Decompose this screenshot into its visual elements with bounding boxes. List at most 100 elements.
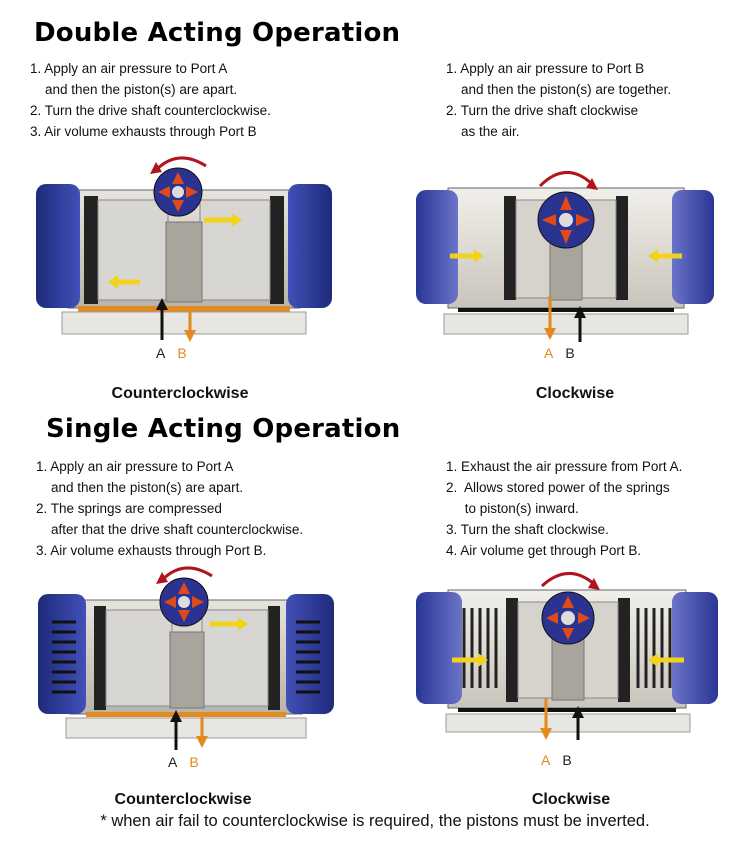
air-flow-arrowhead [478,653,488,667]
port-a-label: A [156,345,166,361]
spring-right [636,608,672,688]
air-flow-arrowhead [474,249,484,263]
step-line: 1. Apply an air pressure to Port B [446,61,645,76]
step-line: 1. Apply an air pressure to Port A [36,459,234,474]
single-acting-ccw-steps: 1. Apply an air pressure to Port A and t… [36,456,303,561]
spring-right [296,620,320,694]
piston-seal-right [616,196,628,300]
port-b-arrowhead [196,736,208,748]
port-a-label: A [168,754,178,770]
end-cap-right [286,594,334,714]
double-cw-caption: Clockwise [535,385,615,402]
air-flow-arrowhead [108,275,118,289]
pinion-marker [542,196,590,244]
rack-gear [165,221,203,303]
air-flow-arrowhead [238,617,248,631]
double-acting-title: Double Acting Operation [34,18,401,48]
double-acting-cw-steps: 1. Apply an air pressure to Port B and t… [446,58,671,142]
rotation-arrow-ccw [154,156,207,172]
piston-seal-left [504,196,516,300]
step-line: and then the piston(s) are apart. [36,480,244,495]
spring-left [462,608,498,688]
port-b-label: B [562,752,572,768]
rack-gear [169,631,205,709]
port-b-arrowhead [540,728,552,740]
port-b-label: B [565,345,575,361]
single-ccw-caption: Counterclockwise [114,791,252,808]
pinion-marker [158,172,198,212]
end-cap-left [416,592,462,704]
pinion-center [559,213,573,227]
port-a-arrowhead [572,706,584,718]
air-flow-arrowhead [232,213,242,227]
step-line: 3. Air volume exhausts through Port B [30,124,257,139]
end-cap-left [38,594,86,714]
pinion-marker [546,596,590,640]
step-line: and then the piston(s) are together. [446,82,672,97]
step-line: 2. The springs are compressed [36,501,222,516]
end-cap-right [672,190,714,304]
step-line: 4. Air volume get through Port B. [446,543,642,558]
piston-seal-right [618,598,630,702]
port-a-label: A [544,345,554,361]
rotation-arrow-ccw [160,566,213,582]
rack-gear [551,633,585,701]
rotation-arrow-cw [538,171,594,188]
pinion-marker [164,582,204,622]
base-plate [443,313,689,335]
end-cap-left [36,184,80,308]
single-cw-caption: Clockwise [531,791,611,808]
step-line: 2. Turn the drive shaft counterclockwise… [30,103,271,118]
piston-seal-left [506,598,518,702]
air-flow-arrowhead [648,249,658,263]
port-a-arrowhead [170,710,182,722]
single-acting-title: Single Acting Operation [46,414,401,444]
double-ccw-caption: Counterclockwise [111,385,249,402]
air-channel [78,306,290,312]
step-line: 2. Allows stored power of the springs [446,480,670,495]
actuator-single-ccw [38,566,334,750]
piston-left [97,199,169,301]
step-line: as the air. [446,124,520,139]
piston-seal-right [270,196,284,304]
port-b-label: B [189,754,199,770]
step-line: 2. Turn the drive shaft clockwise [446,103,639,118]
base-plate [445,713,691,733]
actuator-single-cw [416,572,718,740]
pinion-center [561,611,575,625]
end-cap-right [288,184,332,308]
piston-seal-left [84,196,98,304]
air-channel [458,308,674,312]
rotation-arrow-cw [540,572,595,588]
port-b-arrowhead [544,328,556,340]
air-channel [458,708,676,712]
actuator-double-ccw [36,156,332,342]
step-line: 3. Turn the shaft clockwise. [446,522,609,537]
step-line: to piston(s) inward. [446,501,579,516]
piston-left [105,609,173,707]
actuator-double-cw [416,171,714,342]
end-cap-left [416,190,458,304]
piston-right [199,199,271,301]
single-acting-cw-steps: 1. Exhaust the air pressure from Port A.… [446,456,682,561]
footnote: * when air fail to counterclockwise is r… [100,812,650,830]
spring-left [52,620,76,694]
piston-seal-right [268,606,280,710]
step-line: 1. Apply an air pressure to Port A [30,61,228,76]
port-a-arrowhead [574,306,586,318]
piston-seal-left [94,606,106,710]
step-line: 3. Air volume exhausts through Port B. [36,543,267,558]
base-plate [61,311,307,335]
rotation-arrowhead [588,578,600,590]
rotation-arrowhead [150,162,162,174]
port-b-label: B [177,345,187,361]
step-line: and then the piston(s) are apart. [30,82,238,97]
rotation-arrowhead [586,178,598,190]
port-a-arrowhead [156,298,168,310]
step-line: 1. Exhaust the air pressure from Port A. [446,459,683,474]
